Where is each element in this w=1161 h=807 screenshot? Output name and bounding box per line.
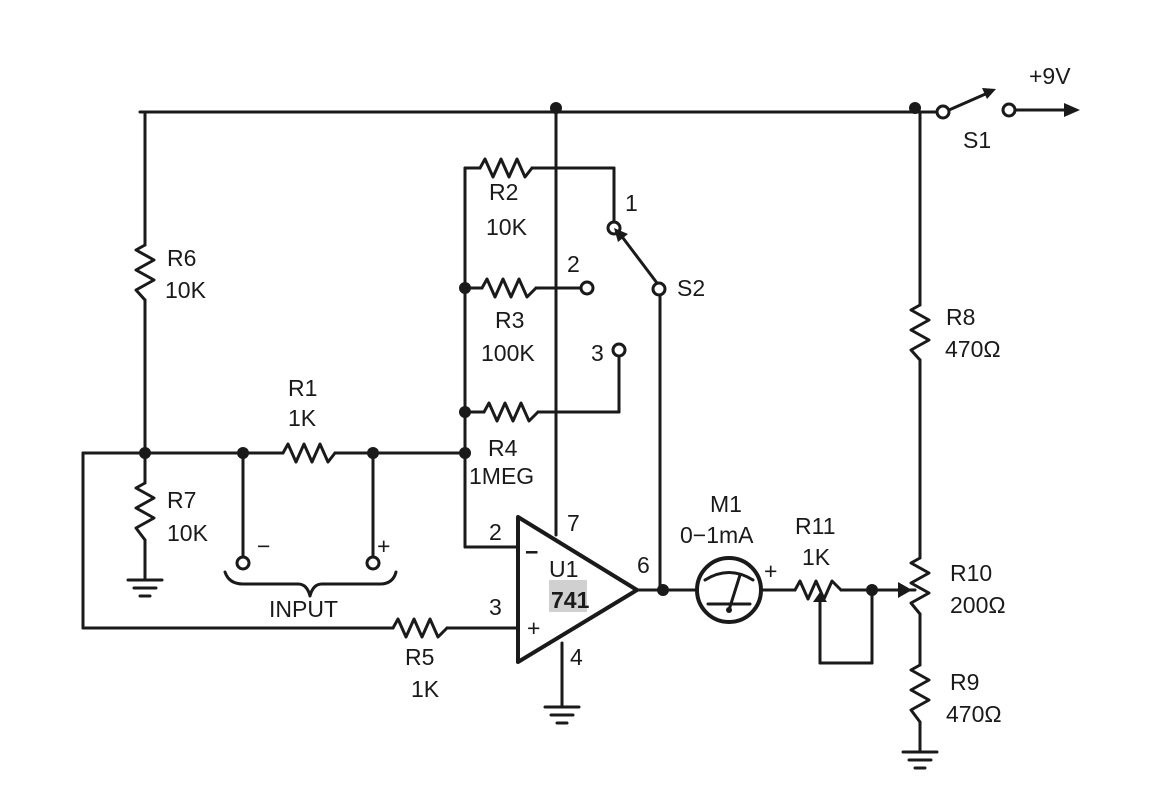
r7-zigzag — [134, 481, 156, 542]
input-plus: + — [377, 533, 390, 559]
s2-label: S2 — [677, 275, 705, 301]
meter-m1 — [695, 556, 763, 624]
r3-value: 100K — [481, 340, 535, 366]
r3-ref: R3 — [495, 307, 524, 333]
u1-noninv-symbol: + — [527, 615, 540, 641]
u1-pin-7: 7 — [567, 510, 580, 536]
r2-zigzag — [478, 157, 534, 179]
r8-value: 470Ω — [945, 336, 1001, 362]
r5-ref: R5 — [405, 644, 434, 670]
r11-zigzag — [793, 579, 843, 601]
u1-inv-symbol: − — [525, 539, 538, 565]
r4-ref: R4 — [488, 435, 518, 461]
u1-pin-2: 2 — [489, 519, 502, 545]
opamp-u1 — [516, 515, 639, 664]
junctions — [139, 102, 921, 596]
s1-switch-blade — [947, 88, 996, 112]
resistors — [134, 157, 931, 724]
u1-pin-4: 4 — [570, 644, 583, 670]
r7-ref: R7 — [167, 487, 196, 513]
ground-symbols — [126, 578, 939, 770]
r7-value: 10K — [167, 520, 209, 546]
s2-position-2: 2 — [567, 251, 580, 277]
r3-zigzag — [480, 277, 538, 299]
input-label: INPUT — [269, 596, 338, 622]
supply-arrow-icon — [1064, 103, 1080, 117]
s2-switch-blade — [614, 228, 659, 285]
s2-position-1: 1 — [625, 190, 638, 216]
r10-wiper-arrow — [898, 582, 912, 598]
m1-polarity: + — [764, 558, 777, 584]
input-minus: − — [257, 533, 270, 559]
u1-pin-3: 3 — [489, 594, 502, 620]
r1-ref: R1 — [288, 375, 317, 401]
r9-zigzag — [909, 663, 931, 724]
r6-zigzag — [134, 243, 156, 302]
u1-pin-6: 6 — [637, 552, 650, 578]
r5-value: 1K — [411, 676, 440, 702]
r4-value: 1MEG — [469, 463, 534, 489]
r11-ref: R11 — [795, 513, 836, 539]
s1-label: S1 — [963, 127, 991, 153]
r1-value: 1K — [288, 405, 317, 431]
s2-position-3: 3 — [591, 340, 604, 366]
ground-icon — [543, 705, 581, 725]
r1-zigzag — [281, 442, 337, 464]
u1-ref: U1 — [549, 556, 578, 582]
r8-zigzag — [909, 303, 931, 362]
labels: +9V S1 R2 10K R3 100K R4 1MEG R6 10K R7 … — [165, 63, 1071, 727]
r6-value: 10K — [165, 277, 207, 303]
input-brace — [223, 570, 398, 598]
m1-range: 0−1mA — [680, 522, 754, 548]
r9-value: 470Ω — [946, 701, 1002, 727]
r5-zigzag — [391, 617, 449, 639]
r2-value: 10K — [486, 214, 528, 240]
m1-ref: M1 — [710, 491, 742, 517]
r2-ref: R2 — [489, 179, 518, 205]
r4-zigzag — [482, 401, 540, 423]
r8-ref: R8 — [946, 304, 975, 330]
terminals — [235, 102, 1017, 571]
r10-value: 200Ω — [950, 592, 1006, 618]
supply-voltage-label: +9V — [1029, 63, 1071, 89]
r9-ref: R9 — [950, 669, 979, 695]
r10-zigzag — [909, 556, 931, 616]
r6-ref: R6 — [167, 245, 196, 271]
ground-icon — [126, 578, 164, 598]
r10-ref: R10 — [950, 560, 992, 586]
r11-value: 1K — [802, 544, 831, 570]
ground-icon — [901, 750, 939, 770]
u1-part: 741 — [551, 587, 590, 613]
